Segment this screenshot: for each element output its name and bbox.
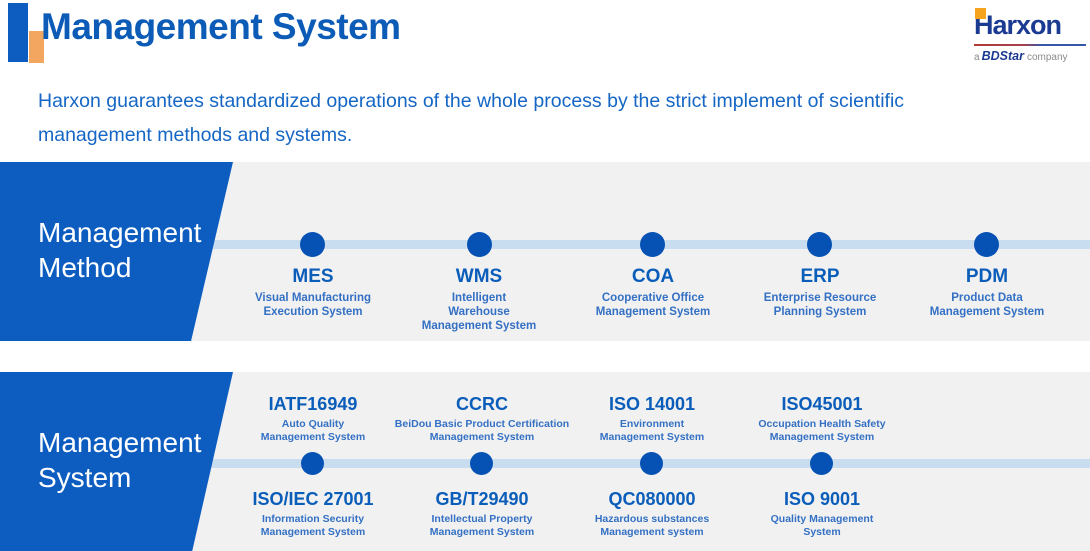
logo-divider-line [974,44,1086,46]
method-timeline-line [0,240,1090,249]
logo-wordmark: Harxon [974,8,1086,41]
item-code: COA [631,266,675,287]
item-desc: Enterprise Resource Planning System [763,292,877,318]
timeline-dot [810,452,833,475]
timeline-item-wms: WMS Intelligent Warehouse Management Sys… [379,266,579,333]
item-code: ISO/IEC 27001 [252,489,374,509]
item-desc: Environment Management System [599,418,705,443]
system-timeline-line [0,459,1090,468]
item-code: ERP [800,266,840,287]
method-band-label: Management Method [38,217,202,283]
logo-bdstar-text: BDStar [981,49,1024,63]
item-desc: Intelligent Warehouse Management System [421,292,537,332]
item-code: CCRC [456,394,508,414]
item-code: ISO 14001 [608,394,696,414]
timeline-item-mes: MES Visual Manufacturing Execution Syste… [213,266,413,319]
timeline-dot [301,452,324,475]
page-title: Management System [41,6,401,47]
item-desc: Quality Management System [770,513,874,538]
item-code: ISO45001 [781,394,863,414]
item-desc: Visual Manufacturing Execution System [254,292,372,318]
timeline-item-isoiec27001: ISO/IEC 27001 Information Security Manag… [198,489,428,539]
title-accent-orange-bar [29,31,44,63]
logo-tagline-prefix: a [974,52,980,63]
item-desc: Occupation Health Safety Management Syst… [758,418,886,443]
timeline-item-qc080000: QC080000 Hazardous substances Management… [537,489,767,539]
item-desc: Intellectual Property Management System [429,513,535,538]
timeline-item-iso45001: ISO45001 Occupation Health Safety Manage… [707,394,937,444]
item-desc: Product Data Management System [929,292,1045,318]
timeline-item-coa: COA Cooperative Office Management System [553,266,753,319]
timeline-dot [467,232,492,257]
timeline-item-iso9001: ISO 9001 Quality Management System [707,489,937,539]
item-desc: Auto Quality Management System [260,418,366,443]
item-desc: Information Security Management System [260,513,366,538]
logo-tagline-suffix: company [1026,52,1068,63]
item-desc: BeiDou Basic Product Certification Manag… [394,418,570,443]
logo-brand-text: Harxon [974,10,1062,40]
item-desc: Hazardous substances Management system [594,513,710,538]
item-code: WMS [455,266,503,287]
item-code: GB/T29490 [435,489,529,509]
timeline-dot [470,452,493,475]
system-band-label-shape: Management System [0,372,233,551]
timeline-dot [300,232,325,257]
management-system-band: IATF16949 Auto Quality Management System… [0,372,1090,551]
item-code: QC080000 [608,489,696,509]
timeline-item-pdm: PDM Product Data Management System [887,266,1087,319]
timeline-item-gbt29490: GB/T29490 Intellectual Property Manageme… [367,489,597,539]
management-method-band: MES Visual Manufacturing Execution Syste… [0,162,1090,341]
timeline-dot [807,232,832,257]
subtitle-text: Harxon guarantees standardized operation… [38,90,905,146]
item-code: IATF16949 [268,394,358,414]
logo-flag-icon [975,8,986,19]
item-code: MES [292,266,334,287]
timeline-item-iso14001: ISO 14001 Environment Management System [537,394,767,444]
timeline-dot [640,232,665,257]
timeline-item-ccrc: CCRC BeiDou Basic Product Certification … [367,394,597,444]
system-band-label: Management System [38,427,202,493]
timeline-dot [974,232,999,257]
title-accent-blue-bar [8,3,28,62]
timeline-item-iatf16949: IATF16949 Auto Quality Management System [198,394,428,444]
item-code: PDM [965,266,1009,287]
method-band-label-shape: Management Method [0,162,233,341]
timeline-dot [640,452,663,475]
item-desc: Cooperative Office Management System [595,292,711,318]
item-code: ISO 9001 [783,489,861,509]
timeline-item-erp: ERP Enterprise Resource Planning System [720,266,920,319]
